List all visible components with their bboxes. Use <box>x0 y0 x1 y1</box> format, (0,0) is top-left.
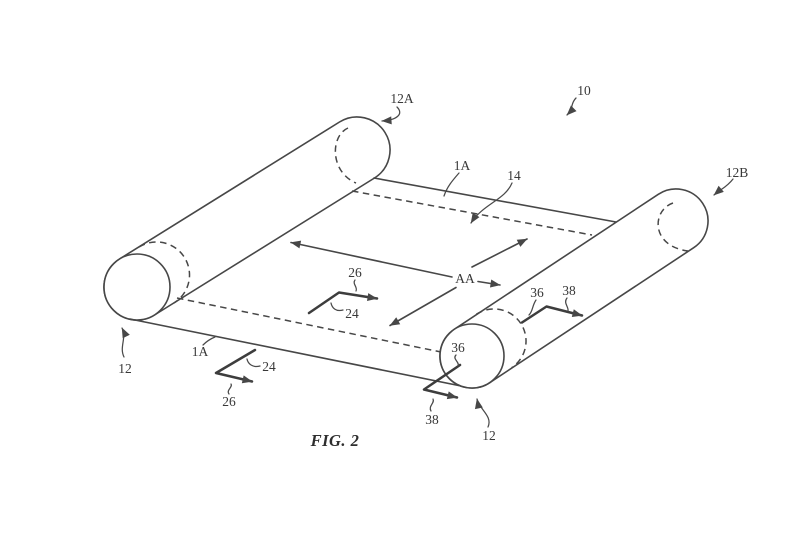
aa-arrow-down <box>389 286 457 327</box>
right-roller-end-circle <box>439 323 505 389</box>
ref-label-36-bottom: 36 <box>451 340 465 355</box>
leader-10 <box>566 97 577 116</box>
leader-36-bottom <box>454 354 459 367</box>
leader-12-right <box>474 398 490 428</box>
leader-38-right <box>564 297 569 312</box>
ref-label-38-bottom: 38 <box>425 412 439 427</box>
ref-label-38-right: 38 <box>562 283 576 298</box>
active-area-bottom-boundary-dashed <box>176 297 442 353</box>
ref-label-14: 14 <box>507 168 521 183</box>
ref-label-24-bottom: 24 <box>262 359 276 374</box>
ref-label-12-left: 12 <box>118 361 132 376</box>
right-roller-cap-hidden-edge-dashed <box>657 202 689 252</box>
leader-26-center <box>353 279 358 292</box>
ref-label-24-center: 24 <box>345 306 359 321</box>
leader-24-bottom <box>246 358 261 368</box>
direction-indicator-bottom-left <box>214 348 257 384</box>
leader-38-bottom <box>429 398 434 412</box>
figure-caption: FIG. 2 <box>310 431 360 450</box>
leader-14 <box>470 182 513 224</box>
ref-label-36-right: 36 <box>530 285 544 300</box>
leader-26-bottom <box>227 383 232 395</box>
ref-label-aa: AA <box>455 271 475 286</box>
ref-label-26-bottom: 26 <box>222 394 236 409</box>
display-top-edge <box>373 177 617 223</box>
labels-layer: 12A 10 12B 1A 14 AA 26 24 1A 24 26 36 38… <box>118 83 748 450</box>
leader-24-center <box>330 302 344 312</box>
right-roller-rolled-display-dashed <box>475 308 527 369</box>
leader-1a-top <box>443 172 460 197</box>
ref-label-12-right: 12 <box>482 428 496 443</box>
display-front-edge <box>129 318 467 388</box>
ref-label-1a-bottom: 1A <box>192 344 209 359</box>
direction-indicators <box>214 291 584 400</box>
aa-arrow-up <box>471 238 528 268</box>
aa-arrow-left <box>290 240 453 278</box>
left-roller-cap-hidden-edge-dashed <box>334 127 357 184</box>
direction-indicator-bottom-right <box>422 363 462 400</box>
active-area-dimension-arrows <box>290 238 528 327</box>
leader-12a <box>381 106 401 125</box>
left-roller-12a <box>103 116 391 321</box>
leader-lines <box>121 97 734 428</box>
left-roller-rolled-display-dashed <box>138 241 191 304</box>
ref-label-12b: 12B <box>726 165 749 180</box>
leader-12-left <box>121 327 130 358</box>
direction-indicator-right <box>520 305 584 324</box>
left-roller-end-circle <box>103 253 171 321</box>
leader-36-right <box>528 299 537 316</box>
leader-12b <box>713 178 734 196</box>
aa-arrow-right <box>477 279 501 288</box>
active-area-top-boundary-dashed <box>351 190 593 236</box>
ref-label-1a-top: 1A <box>454 158 471 173</box>
right-roller-12b <box>439 188 709 389</box>
ref-label-26-center: 26 <box>348 265 362 280</box>
leader-1a-bottom <box>202 336 216 346</box>
ref-label-10: 10 <box>577 83 591 98</box>
direction-indicator-center <box>307 291 379 315</box>
ref-label-12a: 12A <box>390 91 414 106</box>
